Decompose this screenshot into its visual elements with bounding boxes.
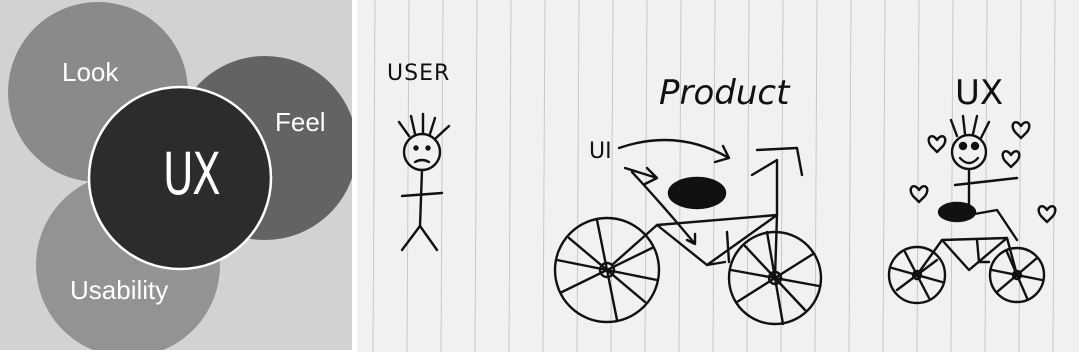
heart-icon [929,136,946,152]
heart-icon [1003,151,1020,167]
ux-handwritten-label: UX [955,73,1003,113]
sketch-panel: USER Product UI UX [357,0,1079,352]
ui-label: UI [589,139,612,164]
sketch-drawing: USER Product UI UX [357,0,1079,352]
heart-icon [1013,122,1030,138]
heart-icon [911,186,928,202]
feel-label: Feel [275,107,326,138]
heart-icon [1039,206,1056,222]
heart-icons [911,122,1056,222]
ux-bicycle [889,116,1044,303]
paper-lines [373,0,1055,352]
product-label: Product [659,73,791,113]
ux-center-label: UX [163,140,219,208]
look-label: Look [62,57,118,88]
venn-diagram-panel: Look Feel Usability UX [0,0,352,350]
user-label: USER [387,61,450,86]
usability-label: Usability [70,275,168,306]
